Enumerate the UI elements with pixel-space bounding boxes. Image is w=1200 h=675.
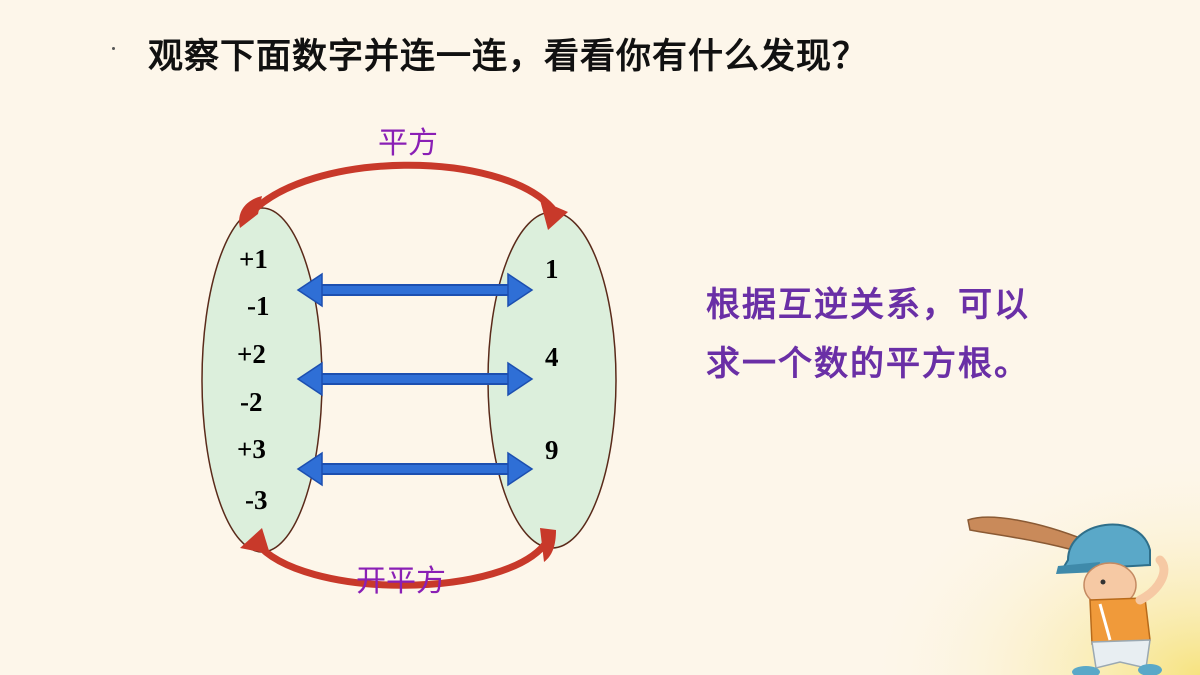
square-root-curved-arrow	[240, 528, 556, 589]
double-arrow-3	[296, 451, 534, 487]
square-root-label: 开平方	[356, 564, 446, 599]
right-number: 1	[545, 254, 559, 284]
page-title: 观察下面数字并连一连，看看你有什么发现？	[148, 37, 869, 77]
double-arrow-2	[296, 361, 534, 397]
left-number: +1	[239, 244, 268, 274]
left-number: +2	[237, 339, 266, 369]
inverse-relation-note: 根据互逆关系，可以 求一个数的平方根。	[706, 276, 1086, 394]
left-number: -2	[240, 387, 263, 417]
left-number: -1	[247, 291, 270, 321]
left-number: +3	[237, 434, 266, 464]
double-arrow-1	[296, 272, 534, 308]
decor-dot	[112, 47, 115, 50]
square-label: 平方	[378, 126, 438, 161]
note-line: 求一个数的平方根。	[706, 344, 1030, 384]
square-curved-arrow	[239, 161, 568, 230]
baseball-boy-illustration	[967, 516, 1169, 675]
left-number: -3	[245, 485, 268, 515]
right-number: 4	[545, 342, 559, 372]
right-number: 9	[545, 435, 559, 465]
note-line: 根据互逆关系，可以	[706, 285, 1030, 325]
